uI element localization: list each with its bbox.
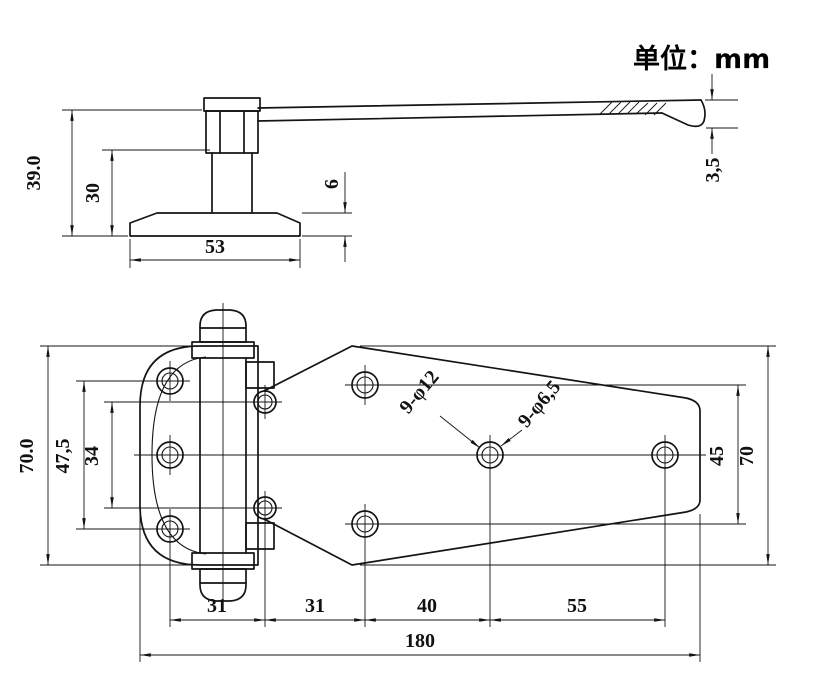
seg4-dim: 55 (567, 595, 587, 617)
hole (150, 435, 190, 475)
seg3-dim: 40 (417, 595, 437, 617)
hole (470, 435, 510, 475)
seg1-dim: 31 (207, 595, 227, 617)
base-width-dim: 53 (205, 236, 225, 258)
plate-thickness-dim: 6 (321, 179, 343, 189)
hole (645, 435, 685, 475)
tip-thickness-dim: 3,5 (702, 158, 724, 183)
overall-width-right-dim: 70 (736, 446, 758, 466)
side-view-dimensions: 39.0 30 6 3,5 53 (23, 74, 738, 268)
overall-length-dim: 180 (405, 630, 435, 652)
hole-span-left-dim: 47,5 (52, 439, 74, 474)
hole (248, 491, 282, 525)
hole (345, 504, 385, 544)
section-hatch (599, 101, 667, 116)
counterbore-holes-label: 9-φ12 (395, 366, 443, 418)
hole (150, 361, 190, 401)
post-height-dim: 30 (82, 183, 104, 203)
seg2-dim: 31 (305, 595, 325, 617)
overall-width-left-dim: 70.0 (16, 439, 38, 474)
hole (345, 365, 385, 405)
hole-span-mid-dim: 34 (81, 446, 103, 466)
hole-span-right-dim: 45 (706, 446, 728, 466)
side-view-outline (129, 97, 706, 237)
plan-view-dimensions: 9-φ12 9-φ6,5 70.0 47,5 34 45 70 (16, 345, 776, 662)
hole (150, 509, 190, 549)
plan-view-outline (134, 303, 706, 610)
unit-label: 单位：mm (633, 43, 770, 75)
total-height-dim: 39.0 (23, 156, 45, 191)
hole (248, 385, 282, 419)
